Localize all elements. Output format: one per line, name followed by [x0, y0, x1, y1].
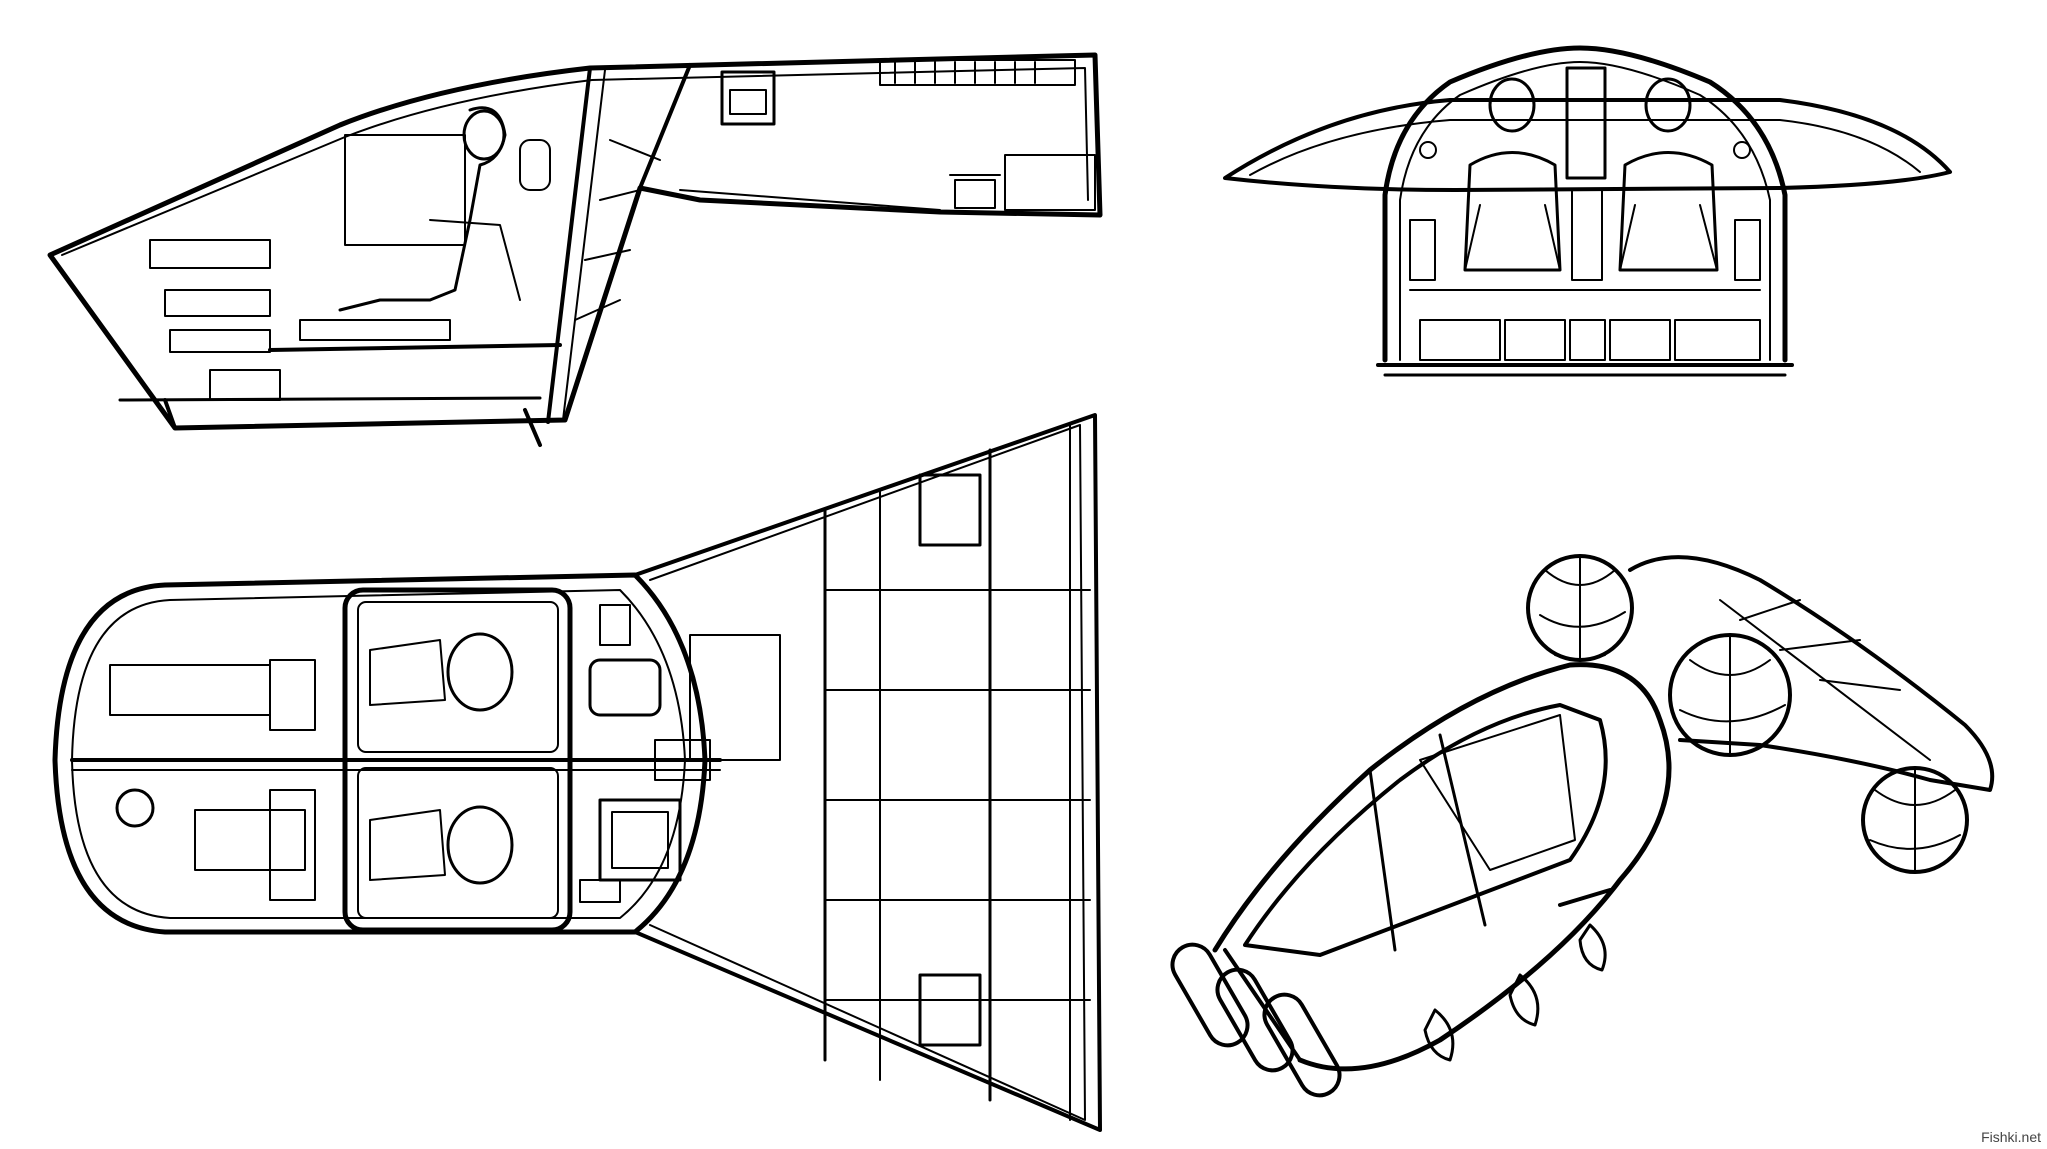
perspective-view — [1170, 554, 1995, 1098]
front-crew-view — [1223, 45, 1952, 377]
top-plan-view — [52, 413, 1102, 1132]
watermark-label: Fishki.net — [1981, 1129, 2041, 1145]
side-cutaway-view — [47, 52, 1103, 447]
